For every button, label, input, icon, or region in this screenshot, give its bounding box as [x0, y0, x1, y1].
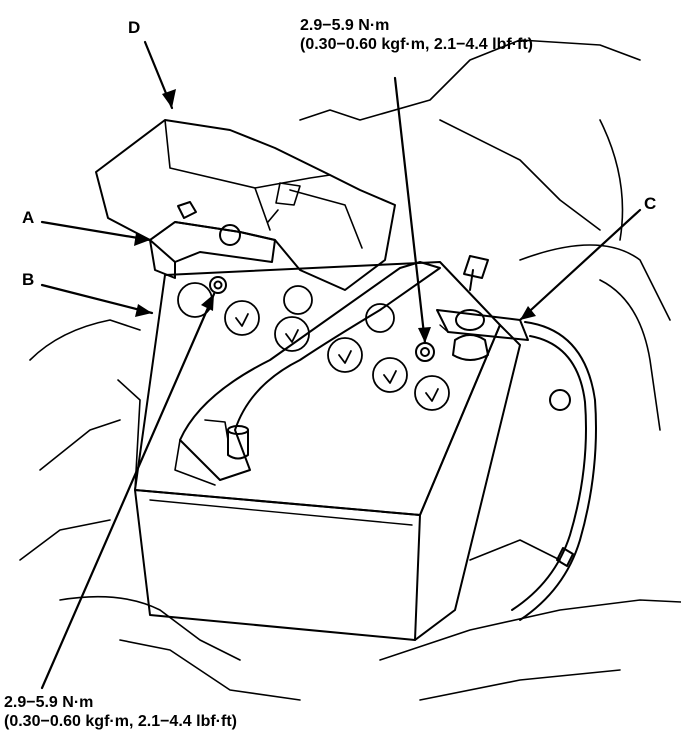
hold-down-bolt — [227, 425, 249, 460]
torque-top-line2: (0.30−0.60 kgf·m, 2.1−4.4 lbf·ft) — [300, 36, 533, 53]
label-d: D — [128, 18, 141, 37]
label-c: C — [644, 194, 657, 213]
torque-spec-bottom: 2.9−5.9 N·m (0.30−0.60 kgf·m, 2.1−4.4 lb… — [4, 693, 237, 731]
bracket-bolt — [463, 255, 489, 291]
torque-top-line1: 2.9−5.9 N·m — [300, 17, 390, 34]
hold-down-bracket — [179, 261, 441, 481]
label-a: A — [22, 208, 35, 227]
battery-top-face — [134, 261, 501, 516]
negative-terminal-nut — [415, 342, 435, 362]
label-b: B — [22, 270, 35, 289]
battery-side-face — [414, 324, 521, 641]
callout-lines — [40, 40, 642, 690]
negative-terminal — [436, 309, 529, 361]
terminal-cover — [95, 119, 396, 291]
battery-cell-caps — [177, 282, 450, 411]
torque-bottom-line1: 2.9−5.9 N·m — [4, 694, 94, 711]
torque-bottom-line2: (0.30−0.60 kgf·m, 2.1−4.4 lbf·ft) — [4, 713, 237, 730]
torque-spec-top: 2.9−5.9 N·m (0.30−0.60 kgf·m, 2.1−4.4 lb… — [300, 16, 533, 54]
engine-bay-background — [19, 39, 681, 701]
wire-harness — [511, 321, 597, 621]
positive-terminal — [149, 201, 276, 294]
